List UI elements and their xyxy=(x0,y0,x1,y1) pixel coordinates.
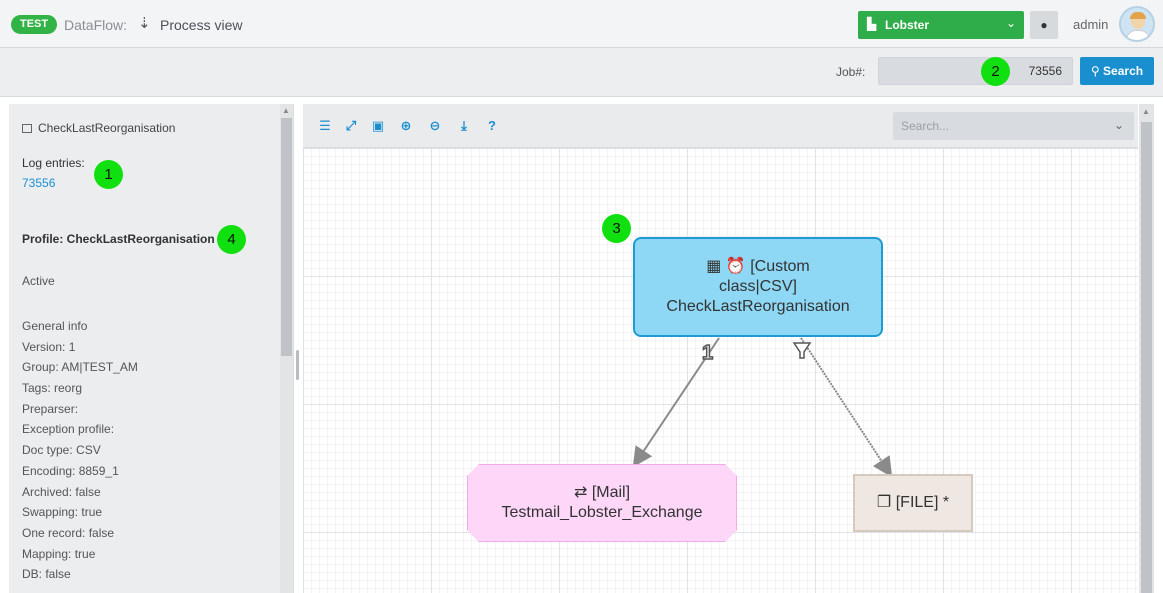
edge-main-to-file xyxy=(800,337,893,478)
info-item: One record: false xyxy=(22,525,115,540)
node-file-line1: ❐ [FILE] * xyxy=(877,493,949,513)
node-main-line2: class|CSV] xyxy=(719,278,797,295)
sort-icon: ⇣ xyxy=(138,15,151,32)
info-item: Exception profile: xyxy=(22,422,115,437)
log-entries-label: Log entries: xyxy=(22,156,85,170)
view-title: Process view xyxy=(160,17,243,33)
avatar-hair xyxy=(1130,12,1146,19)
avatar-icon[interactable] xyxy=(1119,6,1155,42)
chevron-down-icon: ⌄ xyxy=(1005,16,1016,30)
node-file-text1: [FILE] * xyxy=(895,494,950,511)
panel-title: CheckLastReorganisation xyxy=(22,121,175,135)
general-info-list: General info Version: 1 Group: AM|TEST_A… xyxy=(22,316,138,585)
info-item: Archived: false xyxy=(22,484,101,499)
filter-icon xyxy=(792,342,812,359)
zoom-in-icon[interactable]: ⊕ xyxy=(400,118,412,133)
zoom-out-icon[interactable]: ⊖ xyxy=(429,118,441,133)
search-icon: ⚲ xyxy=(1090,64,1100,78)
process-canvas[interactable]: 1 ▦ ⏰ [Custom class|CSV] CheckLastReorga… xyxy=(303,148,1138,593)
fit-screen-icon[interactable]: ▣ xyxy=(371,118,385,133)
align-center-icon[interactable]: ☰ xyxy=(319,118,331,133)
chat-icon: ● xyxy=(1040,18,1048,32)
app-name: DataFlow: xyxy=(64,17,128,33)
canvas-search-placeholder: Search... xyxy=(901,119,950,133)
partner-select-value: Lobster xyxy=(885,18,930,32)
download-icon[interactable]: ⤓ xyxy=(461,118,467,133)
job-bar: Job#: 73556 ⚲ Search xyxy=(0,48,1163,97)
info-item: Preparser: xyxy=(22,401,79,416)
files-icon: ❐ xyxy=(876,494,892,511)
info-item: Swapping: true xyxy=(22,505,103,520)
profile-status: Active xyxy=(22,274,55,288)
job-label: Job#: xyxy=(836,65,866,79)
environment-badge: TEST xyxy=(11,15,58,34)
panel-title-text: CheckLastReorganisation xyxy=(38,121,176,135)
node-mail-line2: Testmail_Lobster_Exchange xyxy=(501,504,703,521)
profile-label: Profile: CheckLastReorganisation xyxy=(22,232,215,246)
log-entry-link[interactable]: 73556 xyxy=(22,176,56,190)
node-mail-line1: ⇄ [Mail] xyxy=(574,483,630,503)
chevron-down-icon: ⌄ xyxy=(1113,118,1124,132)
left-panel-scroll-thumb[interactable] xyxy=(281,118,292,356)
canvas-toolbar: ☰ ⤢ ▣ ⊕ ⊖ ⤓ ? Search... ⌄ xyxy=(303,104,1138,148)
callout-marker: 3 xyxy=(602,214,631,243)
node-main-profile[interactable]: ▦ ⏰ [Custom class|CSV] CheckLastReorgani… xyxy=(633,237,883,337)
profile-icon xyxy=(22,124,32,133)
edge-label: 1 xyxy=(701,341,714,365)
scroll-up-icon[interactable]: ▲ xyxy=(1142,107,1150,116)
search-button-label: Search xyxy=(1103,64,1144,78)
callout-marker: 1 xyxy=(94,160,123,189)
partner-select[interactable]: ▙ Lobster ⌄ xyxy=(858,11,1024,39)
info-item: Group: AM|TEST_AM xyxy=(22,360,138,375)
node-main-line3: CheckLastReorganisation xyxy=(666,298,850,315)
user-name[interactable]: admin xyxy=(1073,17,1109,32)
panel-splitter-handle[interactable] xyxy=(296,350,299,380)
node-main-text1: [Custom xyxy=(750,258,810,275)
top-header: TEST DataFlow: ⇣ Process view ▙ Lobster … xyxy=(0,0,1163,48)
info-item: Encoding: 8859_1 xyxy=(22,463,119,478)
chat-button[interactable]: ● xyxy=(1030,11,1058,39)
help-icon[interactable]: ? xyxy=(488,118,496,133)
left-panel-scrollbar[interactable]: ▲ xyxy=(280,104,293,593)
profile-panel: CheckLastReorganisation Log entries: 735… xyxy=(9,104,294,593)
canvas-scroll-thumb[interactable] xyxy=(1141,122,1152,593)
alarm-icon: ⏰ xyxy=(725,258,746,275)
job-input[interactable]: 73556 xyxy=(878,57,1073,85)
info-item: General info xyxy=(22,319,88,333)
canvas-scrollbar[interactable]: ▲ xyxy=(1139,104,1154,593)
node-mail[interactable]: ⇄ [Mail] Testmail_Lobster_Exchange xyxy=(467,464,737,542)
info-item: Tags: reorg xyxy=(22,381,83,396)
info-item: Version: 1 xyxy=(22,339,76,354)
info-item: DB: false xyxy=(22,567,71,582)
info-item: Mapping: true xyxy=(22,546,96,561)
search-button[interactable]: ⚲ Search xyxy=(1080,57,1154,85)
node-file[interactable]: ❐ [FILE] * xyxy=(853,474,973,532)
avatar-body xyxy=(1126,30,1150,40)
node-mail-text1: [Mail] xyxy=(591,484,631,501)
canvas-search-select[interactable]: Search... ⌄ xyxy=(893,112,1134,140)
exchange-icon: ⇄ xyxy=(573,484,588,501)
factory-icon: ▙ xyxy=(867,17,877,31)
scroll-up-icon[interactable]: ▲ xyxy=(282,106,290,115)
node-main-line1: ▦ ⏰ [Custom xyxy=(706,257,810,277)
expand-icon[interactable]: ⤢ xyxy=(345,118,357,133)
callout-marker: 2 xyxy=(981,57,1010,86)
callout-marker: 4 xyxy=(217,225,246,254)
info-item: Doc type: CSV xyxy=(22,443,101,458)
chip-icon: ▦ xyxy=(706,258,722,275)
